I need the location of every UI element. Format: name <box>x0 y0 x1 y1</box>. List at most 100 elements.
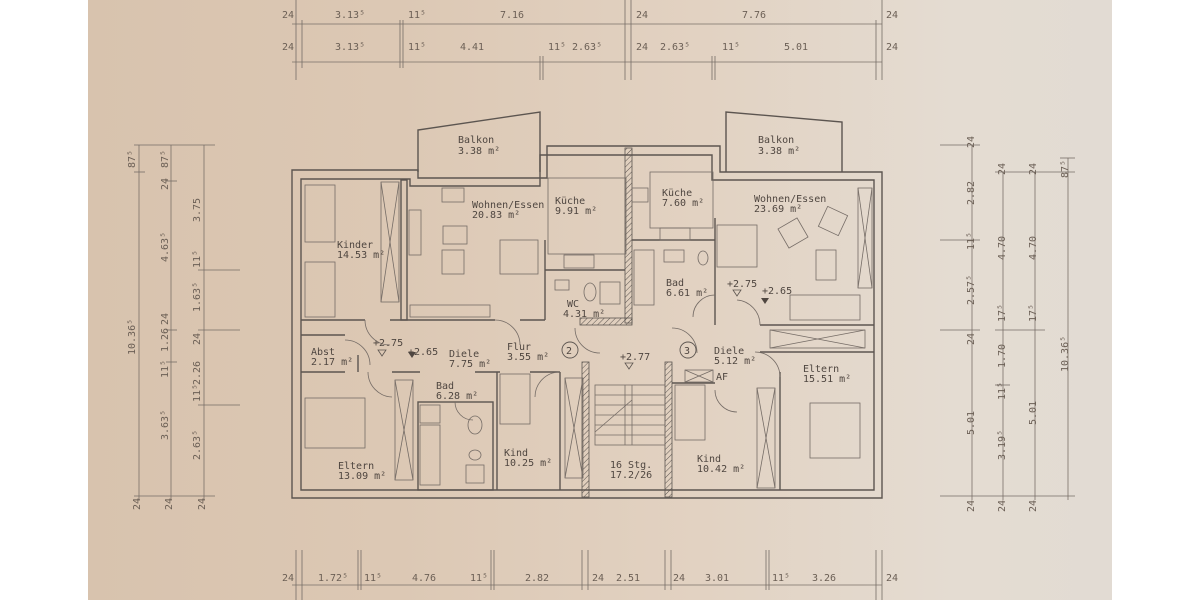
dim-label: 24 <box>966 500 977 512</box>
dim-label: 4.63⁵ <box>160 232 171 262</box>
room-name: Flur <box>507 342 531 353</box>
dim-label: 87⁵ <box>160 150 171 168</box>
dim-label: 11⁵ <box>408 42 426 53</box>
room-area: 6.61 m² <box>666 288 708 299</box>
dim-label: 24 <box>160 178 171 190</box>
dim-label: 24 <box>673 573 685 584</box>
dim-label: 4.41 <box>460 42 484 53</box>
room-name: Balkon <box>758 135 794 146</box>
room-area: 13.09 m² <box>338 471 386 482</box>
dim-label: 1.26 <box>160 328 171 352</box>
dim-label: 4.70 <box>1028 236 1039 260</box>
room-area: 3.38 m² <box>458 146 500 157</box>
room-area: 9.91 m² <box>555 206 597 217</box>
dim-label: 2.63⁵ <box>192 430 203 460</box>
dim-label: 24 <box>997 500 1008 512</box>
dim-label: 2.63⁵ <box>660 42 690 53</box>
dim-label: 3.13⁵ <box>335 42 365 53</box>
dim-label: 11⁵ <box>722 42 740 53</box>
dim-label: 3.75 <box>192 198 203 222</box>
dim-label: 1.63⁵ <box>192 282 203 312</box>
unit-number: 3 <box>684 346 690 357</box>
dim-label: 5.01 <box>784 42 808 53</box>
room-area: 3.38 m² <box>758 146 800 157</box>
room-area: 10.25 m² <box>504 458 552 469</box>
dim-label: 2.82 <box>966 181 977 205</box>
dim-label: 24 <box>1028 163 1039 175</box>
dim-label: 11⁵ <box>160 360 171 378</box>
dim-label: 4.70 <box>997 236 1008 260</box>
dim-label: 24 <box>132 498 143 510</box>
af-label: AF <box>716 372 728 383</box>
dim-label: 24 <box>1028 500 1039 512</box>
interior-walls <box>301 147 874 498</box>
room-name: Küche <box>555 196 585 207</box>
dim-label: 11⁵ <box>192 384 203 402</box>
room-area: 2.17 m² <box>311 357 353 368</box>
room-name: Bad <box>666 278 684 289</box>
dim-label: 11⁵ <box>408 10 426 21</box>
dim-label: 11⁵ <box>772 573 790 584</box>
dim-label: 87⁵ <box>127 150 138 168</box>
room-name: Bad <box>436 381 454 392</box>
dim-label: 11⁵ <box>548 42 566 53</box>
dim-label: 11⁵ <box>997 382 1008 400</box>
room-name: Kind <box>504 448 528 459</box>
dim-label: 3.01 <box>705 573 729 584</box>
stairs-spec: 17.2/26 <box>610 470 652 481</box>
outer-walls <box>291 145 883 499</box>
unit-circle-icon <box>561 341 579 359</box>
dim-label: 3.63⁵ <box>160 410 171 440</box>
dim-label: 24 <box>966 333 977 345</box>
room-name: Balkon <box>458 135 494 146</box>
room-name: Eltern <box>803 364 839 375</box>
dim-label: 24 <box>966 136 977 148</box>
room-area: 15.51 m² <box>803 374 851 385</box>
dim-label: 24 <box>886 10 898 21</box>
dim-label: 11⁵ <box>966 232 977 250</box>
dim-label: 10.36⁵ <box>1060 336 1071 372</box>
dim-label: 24 <box>197 498 208 510</box>
level-open-triangle-icon <box>377 349 387 357</box>
room-area: 20.83 m² <box>472 210 520 221</box>
unit-markers: 2 3 AF <box>561 341 728 383</box>
room-area: 10.42 m² <box>697 464 745 475</box>
dim-label: 24 <box>997 163 1008 175</box>
dim-label: 2.82 <box>525 573 549 584</box>
dim-label: 24 <box>192 333 203 345</box>
room-name: WC <box>567 299 579 310</box>
dim-label: 24 <box>636 10 648 21</box>
room-area: 6.28 m² <box>436 391 478 402</box>
unit-circle-icon <box>679 341 697 359</box>
dim-label: 17⁵ <box>1028 304 1039 322</box>
dim-label: 87⁵ <box>1060 160 1071 178</box>
level-label: +2.65 <box>408 347 438 358</box>
dim-label: 24 <box>164 498 175 510</box>
dim-label: 24 <box>160 313 171 325</box>
dim-label: 1.72⁵ <box>318 573 348 584</box>
room-area: 7.75 m² <box>449 359 491 370</box>
level-label: +2.75 <box>727 279 757 290</box>
room-name: Kind <box>697 454 721 465</box>
room-area: 3.55 m² <box>507 352 549 363</box>
room-area: 7.60 m² <box>662 198 704 209</box>
dim-label: 3.26 <box>812 573 836 584</box>
level-label: +2.65 <box>762 286 792 297</box>
dim-label: 11⁵ <box>470 573 488 584</box>
room-name: Küche <box>662 188 692 199</box>
dim-label: 7.16 <box>500 10 524 21</box>
right-dimensions: 24 2.82 11⁵ 2.57⁵ 24 5.01 24 24 4.70 17⁵… <box>940 136 1075 512</box>
dim-label: 24 <box>592 573 604 584</box>
room-area: 23.69 m² <box>754 204 802 215</box>
dim-label: 5.01 <box>1028 401 1039 425</box>
dim-label: 24 <box>282 573 294 584</box>
room-name: Eltern <box>338 461 374 472</box>
room-area: 14.53 m² <box>337 250 385 261</box>
door-swings <box>344 294 781 421</box>
dim-label: 1.70 <box>997 344 1008 368</box>
top-dimensions: 24 3.13⁵ 11⁵ 7.16 24 7.76 24 24 3.13⁵ 11… <box>282 0 898 80</box>
level-markers: +2.75 +2.65 +2.77 +2.75 +2.65 <box>373 279 792 370</box>
balcony-left: Balkon 3.38 m² <box>417 111 541 172</box>
level-open-triangle-icon <box>732 289 742 297</box>
